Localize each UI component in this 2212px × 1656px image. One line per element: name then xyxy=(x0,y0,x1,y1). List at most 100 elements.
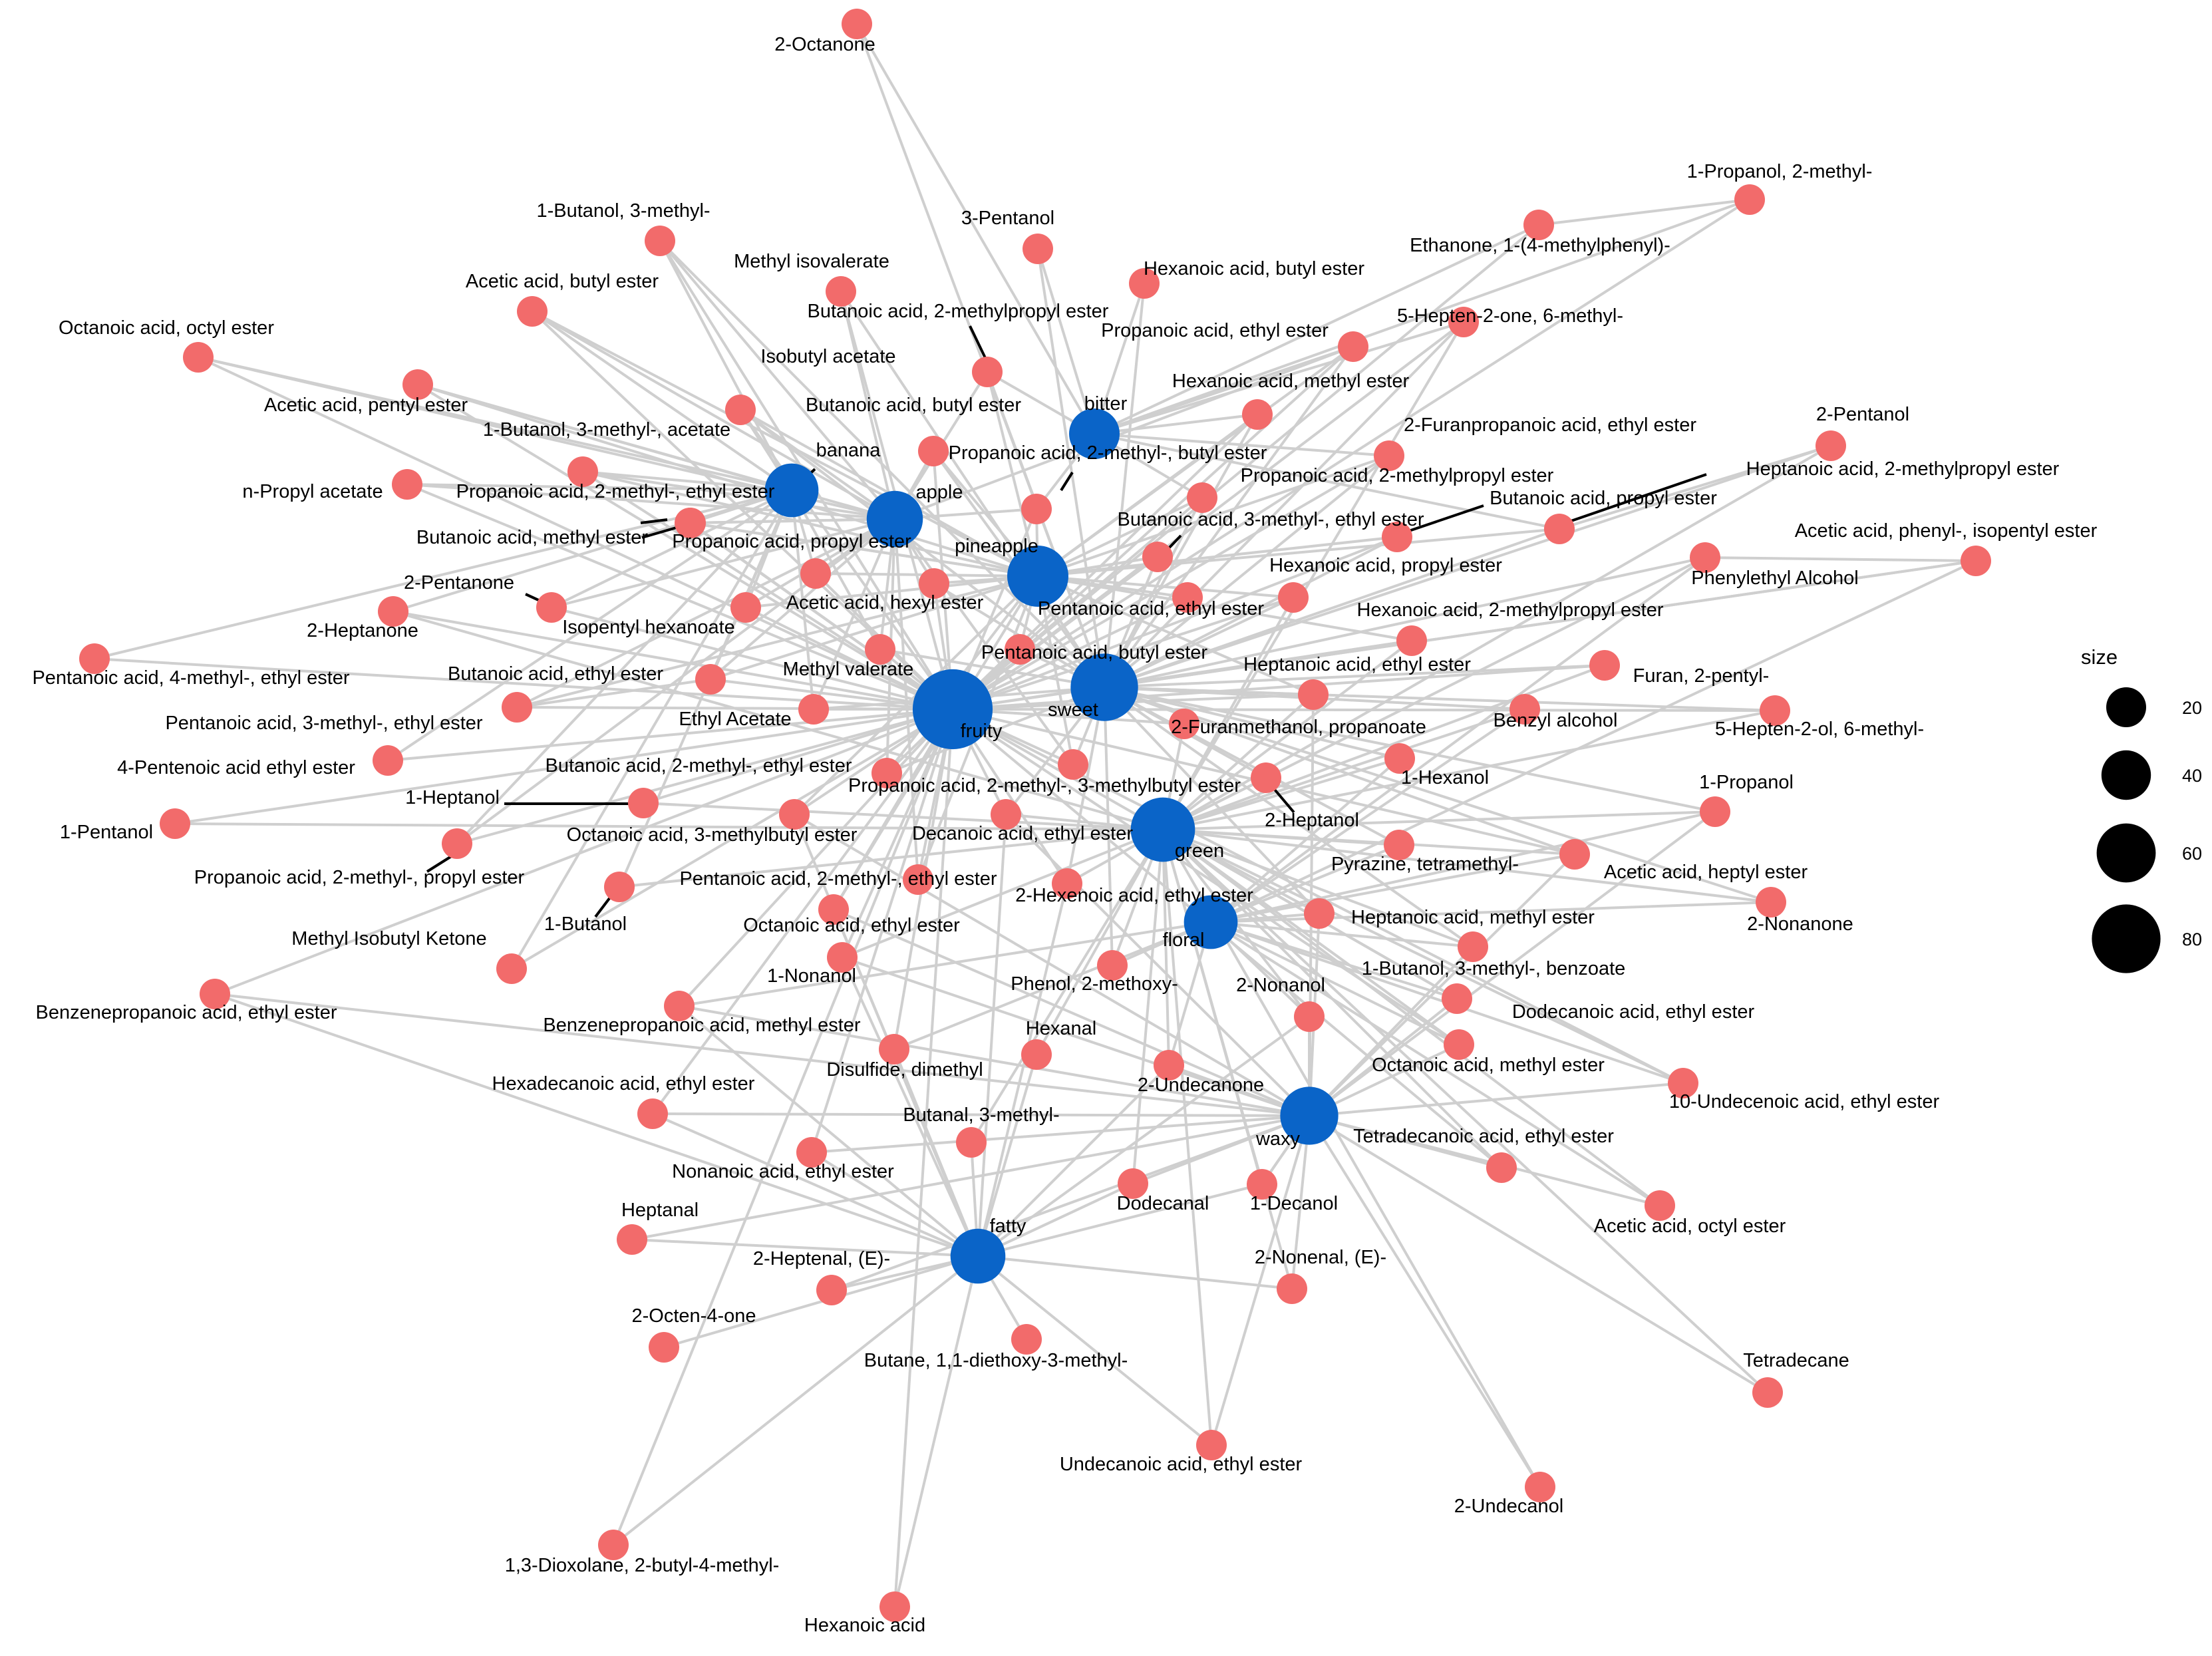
edge-sweet-c7 xyxy=(1103,283,1146,688)
compound-label: Propanoic acid, 2-methyl-, ethyl ester xyxy=(456,481,775,502)
edge-bitter-c7 xyxy=(1093,283,1146,434)
compound-label: Octanoic acid, ethyl ester xyxy=(743,915,960,936)
edge-bitter-c5 xyxy=(1094,224,1539,435)
compound-label: Propanoic acid, 2-methyl-, butyl ester xyxy=(949,442,1267,464)
edge-sweet-c12 xyxy=(1103,321,1465,689)
compound-label: Butanoic acid, ethyl ester xyxy=(448,663,663,685)
edge-green-c80 xyxy=(1162,829,1170,1066)
compound-label: 2-Pentanone xyxy=(404,572,514,593)
legend-dot xyxy=(2096,823,2156,883)
compound-node-c81 xyxy=(1668,1068,1698,1098)
edge-fruity-c2 xyxy=(951,198,1751,711)
category-label: waxy xyxy=(1255,1128,1301,1150)
edge-floral-c30 xyxy=(1209,556,1706,923)
compound-node-c52 xyxy=(1700,796,1730,827)
compound-label: Octanoic acid, octyl ester xyxy=(59,317,274,339)
compound-node-c34 xyxy=(730,592,761,623)
compound-node-c84 xyxy=(796,1137,827,1168)
compound-node-c53 xyxy=(1058,749,1088,780)
compound-node-c93 xyxy=(1752,1377,1783,1408)
compound-node-c86 xyxy=(1247,1169,1277,1200)
edge-green-c82 xyxy=(970,828,1164,1144)
edge-waxy-c60 xyxy=(1308,853,1576,1117)
compound-node-c88 xyxy=(617,1224,647,1255)
compound-node-c67 xyxy=(1304,898,1335,929)
edge-fatty-c77 xyxy=(893,1049,979,1257)
compound-label: Benzenepropanoic acid, methyl ester xyxy=(543,1015,861,1036)
edge-banana-c31 xyxy=(551,489,792,609)
edge-banana-c22 xyxy=(406,483,792,492)
compound-node-c56 xyxy=(160,808,190,839)
edge-pineapple-c14 xyxy=(1036,413,1259,578)
compound-node-c82 xyxy=(956,1127,987,1158)
compound-node-c35 xyxy=(919,568,949,599)
compound-node-c12 xyxy=(1448,307,1479,337)
compound-label: 2-Nonenal, (E)- xyxy=(1255,1247,1386,1268)
compound-node-c39 xyxy=(79,643,110,674)
compound-label: 2-Furanmethanol, propanoate xyxy=(1171,717,1426,738)
edge-fruity-c97 xyxy=(893,709,954,1607)
compound-node-c68 xyxy=(496,953,527,984)
compound-label: Isobutyl acetate xyxy=(760,346,895,367)
edge-banana-c8 xyxy=(531,310,793,492)
edge-fruity-c33 xyxy=(393,610,953,711)
compound-node-c31 xyxy=(536,592,567,623)
edge-pineapple-c37 xyxy=(1037,575,1412,642)
edge-waxy-c79 xyxy=(652,1112,1310,1117)
compound-label: Undecanoic acid, ethyl ester xyxy=(1060,1454,1303,1475)
edge-waxy-c94 xyxy=(1210,1115,1311,1446)
compound-label: Benzenepropanoic acid, ethyl ester xyxy=(35,1002,337,1023)
category-label: banana xyxy=(816,440,881,461)
edge-fatty-c80 xyxy=(977,1064,1170,1257)
compound-node-c58 xyxy=(991,799,1021,830)
edge-fruity-c79 xyxy=(651,708,954,1115)
category-label: sweet xyxy=(1048,699,1098,721)
edge-pineapple-c40 xyxy=(710,575,1038,681)
legend-dot xyxy=(2092,904,2161,973)
edge-sweet-c14 xyxy=(1103,414,1259,688)
edge-sweet-c64 xyxy=(1104,686,1772,904)
compound-node-c61 xyxy=(442,828,472,859)
edge-waxy-c73 xyxy=(214,993,1310,1117)
edge-fruity-c49 xyxy=(387,708,953,762)
edge-fruity-c15 xyxy=(416,383,954,711)
edge-fruity-c54 xyxy=(643,708,953,804)
compound-label: Heptanoic acid, ethyl ester xyxy=(1243,654,1471,675)
label-leader-c9 xyxy=(969,325,987,360)
compound-node-c55 xyxy=(1251,762,1281,793)
compound-label: 1-Decanol xyxy=(1250,1193,1338,1214)
compound-node-c77 xyxy=(879,1034,909,1065)
edge-fatty-c91 xyxy=(663,1255,979,1349)
compound-label: Pyrazine, tetramethyl- xyxy=(1331,854,1519,875)
edge-floral-c77 xyxy=(893,921,1211,1051)
edge-green-c85 xyxy=(1132,829,1164,1184)
compound-node-c87 xyxy=(1645,1190,1675,1221)
category-node-green xyxy=(1130,797,1195,862)
compound-label: Butanal, 3-methyl- xyxy=(903,1104,1059,1126)
compound-node-c85 xyxy=(1118,1168,1148,1199)
compound-node-c8 xyxy=(517,296,548,327)
compound-label: Octanoic acid, 3-methylbutyl ester xyxy=(567,824,858,846)
compound-label: Acetic acid, phenyl-, isopentyl ester xyxy=(1795,520,2098,542)
compound-node-c76 xyxy=(1021,1039,1052,1070)
compound-node-c65 xyxy=(604,872,635,902)
compound-label: Acetic acid, hexyl ester xyxy=(786,592,984,613)
compound-node-c38 xyxy=(1005,634,1035,665)
compound-label: Isopentyl hexanoate xyxy=(562,617,735,638)
compound-node-c94 xyxy=(1196,1430,1227,1460)
category-node-banana xyxy=(764,463,819,518)
edge-green-c56 xyxy=(174,822,1164,831)
compound-node-c14 xyxy=(1242,399,1273,430)
edge-apple-c8 xyxy=(532,310,895,520)
compound-label: 1-Pentanol xyxy=(60,822,153,843)
compound-label: 1-Propanol, 2-methyl- xyxy=(1687,161,1873,182)
category-node-apple xyxy=(866,490,923,548)
compound-label: 1-Nonanol xyxy=(767,965,856,987)
category-label: floral xyxy=(1163,929,1205,951)
category-label: apple xyxy=(916,482,963,503)
compound-node-c63 xyxy=(1052,868,1082,899)
compound-node-c64 xyxy=(1756,887,1786,917)
compound-node-c66 xyxy=(818,894,849,925)
compound-label: 1-Hexanol xyxy=(1401,767,1489,788)
